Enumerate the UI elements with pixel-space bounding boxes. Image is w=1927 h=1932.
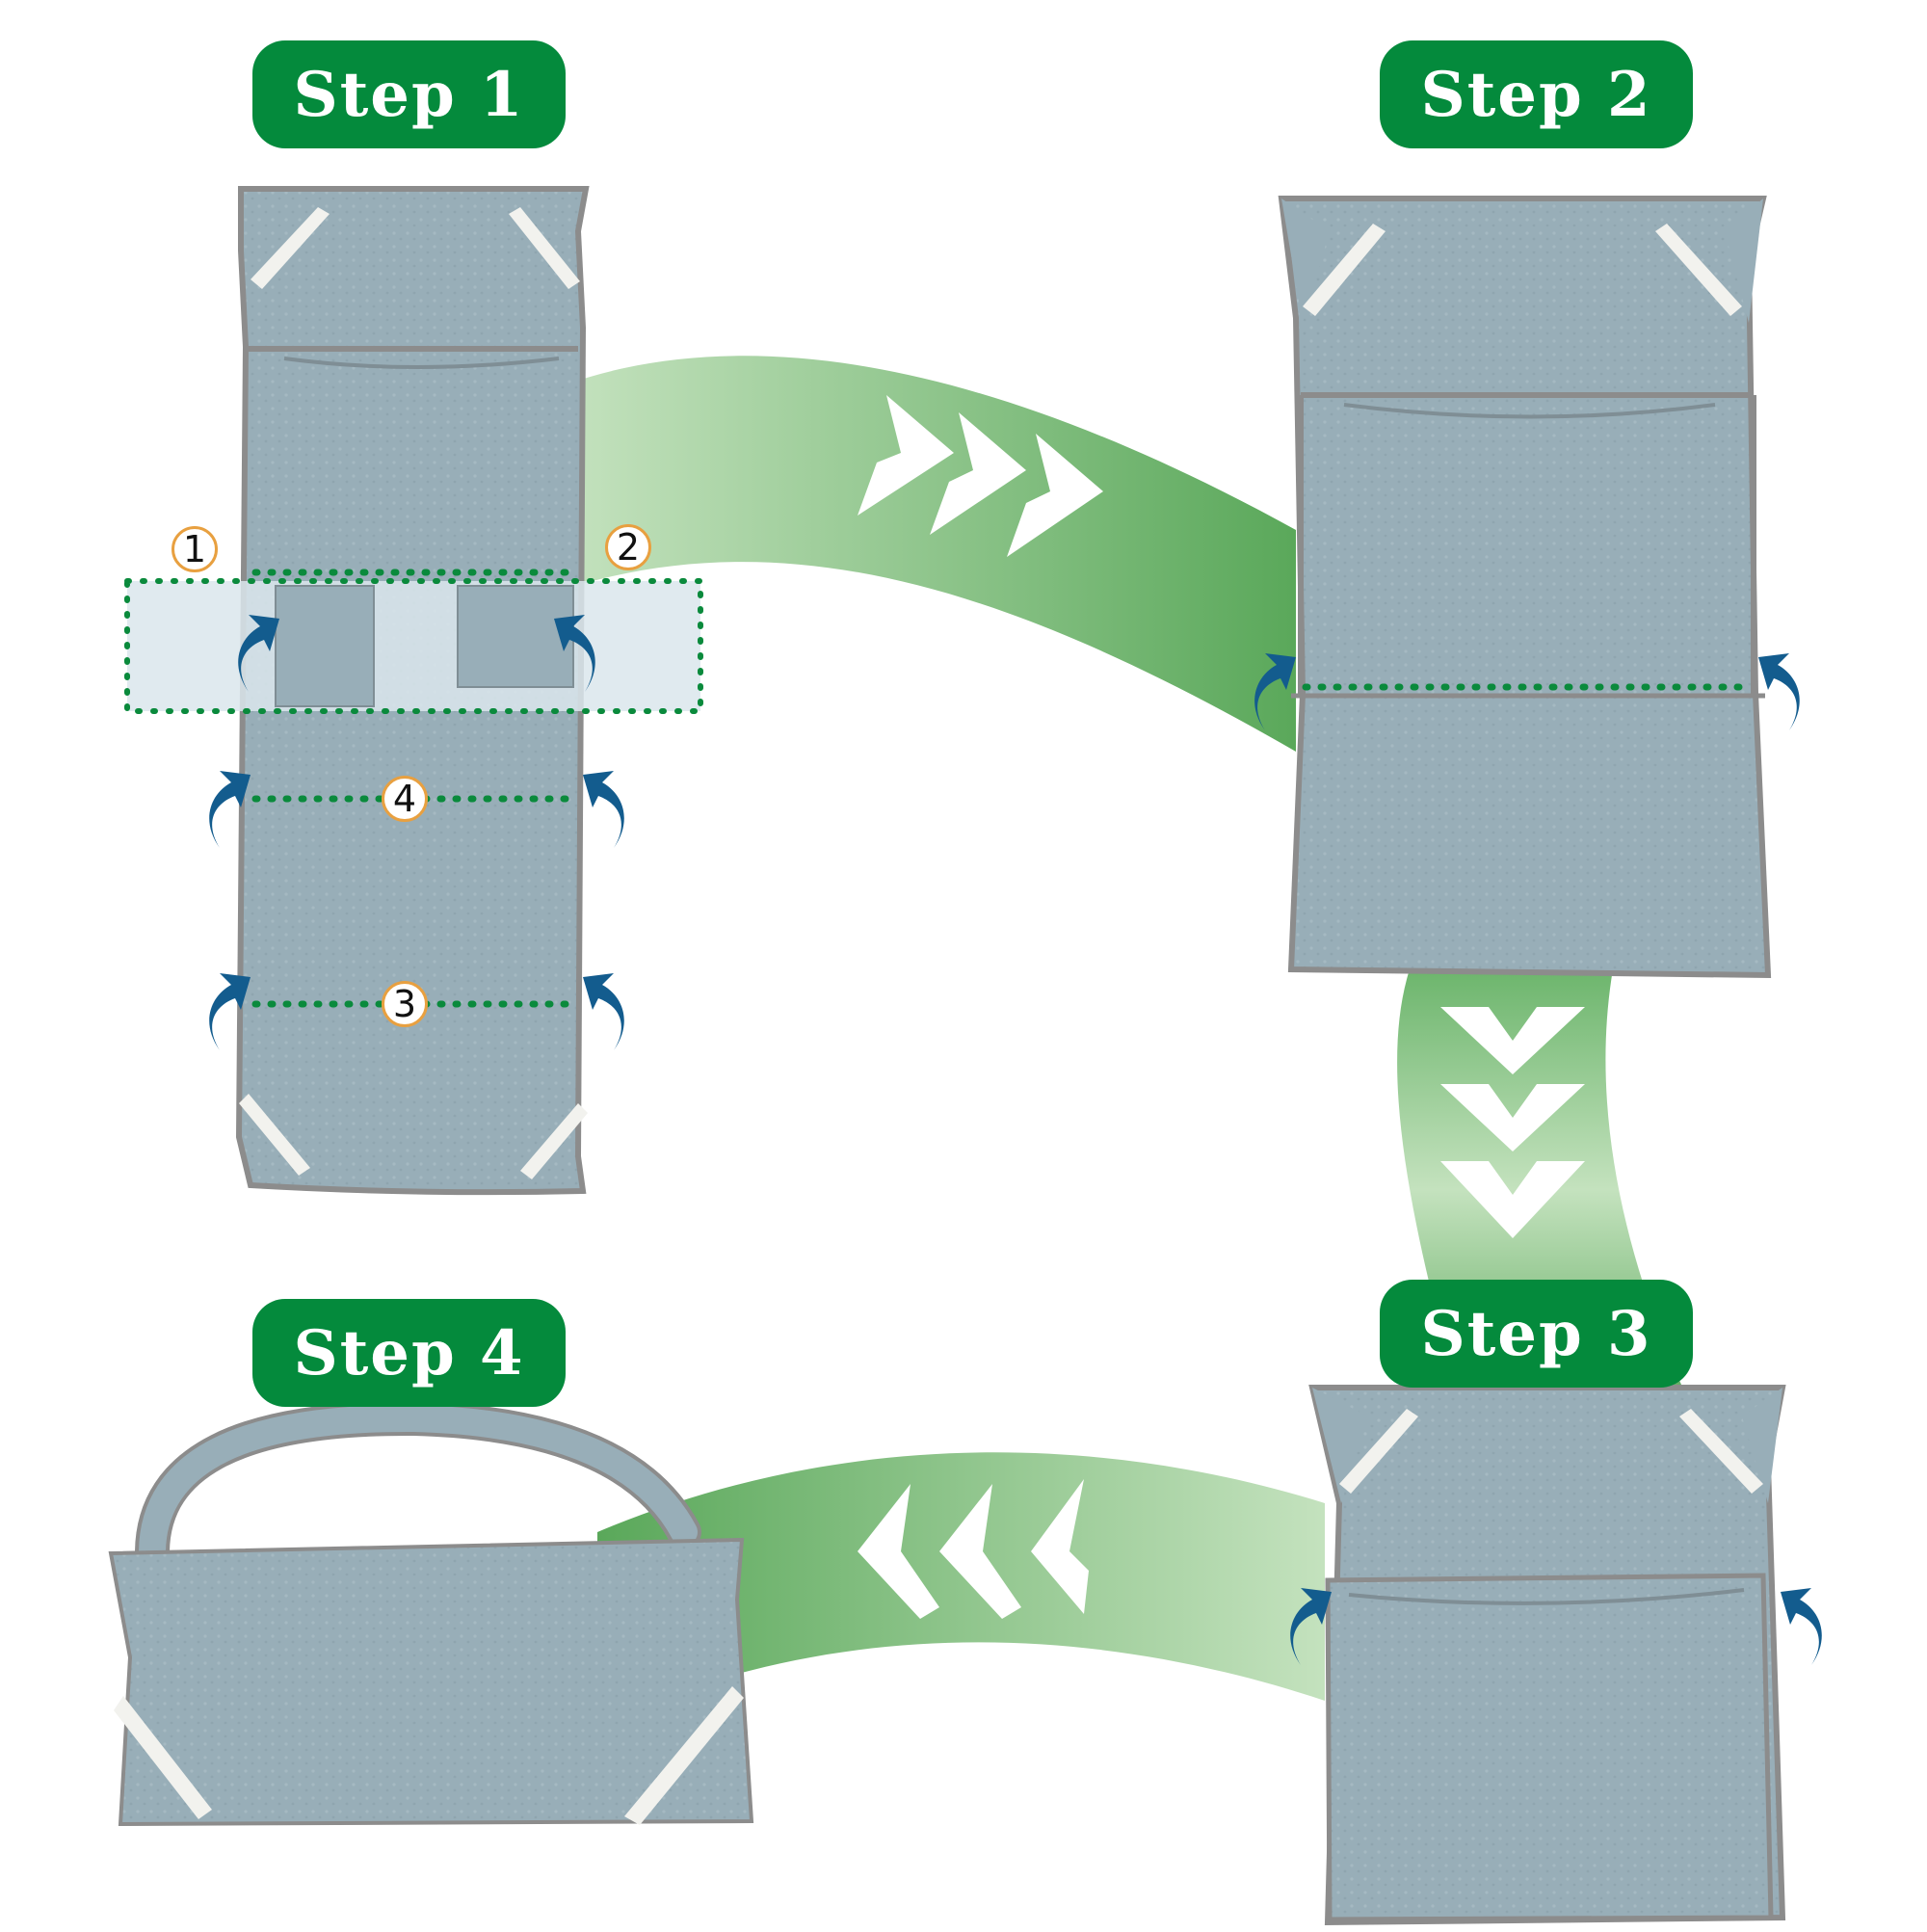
step-2-label: Step 2: [1380, 40, 1693, 148]
fold-marker-3: 3: [382, 981, 428, 1027]
fold-marker-1: 1: [172, 526, 218, 572]
curved-fold-arrow-icon: [583, 771, 624, 848]
corner-strap: [114, 1696, 212, 1819]
chevron-icon: [858, 1479, 1089, 1619]
curved-fold-arrow-icon: [1781, 1588, 1822, 1665]
step2-mat: [1254, 196, 1800, 979]
fold-marker-2: 2: [605, 524, 651, 570]
chevron-icon: [858, 395, 1103, 557]
step-3-label: Step 3: [1380, 1280, 1693, 1388]
corner-strap: [239, 1094, 310, 1176]
corner-strap: [1339, 1409, 1418, 1494]
step1-mat: [124, 186, 703, 1196]
step-4-label: Step 4: [252, 1299, 566, 1407]
corner-strap: [1655, 224, 1742, 316]
flow-band-1-to-2: [568, 356, 1296, 752]
corner-strap: [251, 207, 330, 289]
corner-strap: [1679, 1409, 1763, 1494]
flow-band-3-to-4: [597, 1452, 1325, 1725]
corner-strap: [509, 207, 580, 289]
fold-marker-4: 4: [382, 776, 428, 822]
corner-strap: [1303, 224, 1386, 316]
curved-fold-arrow-icon: [1758, 653, 1800, 730]
chevron-icon: [1440, 1007, 1585, 1238]
fold-zone-highlight: [127, 581, 700, 711]
step3-mat: [1290, 1385, 1822, 1926]
corner-strap: [520, 1103, 588, 1179]
curved-fold-arrow-icon: [583, 973, 624, 1050]
corner-strap: [624, 1686, 744, 1825]
step-1-label: Step 1: [252, 40, 566, 148]
step4-mat: [108, 1400, 754, 1827]
